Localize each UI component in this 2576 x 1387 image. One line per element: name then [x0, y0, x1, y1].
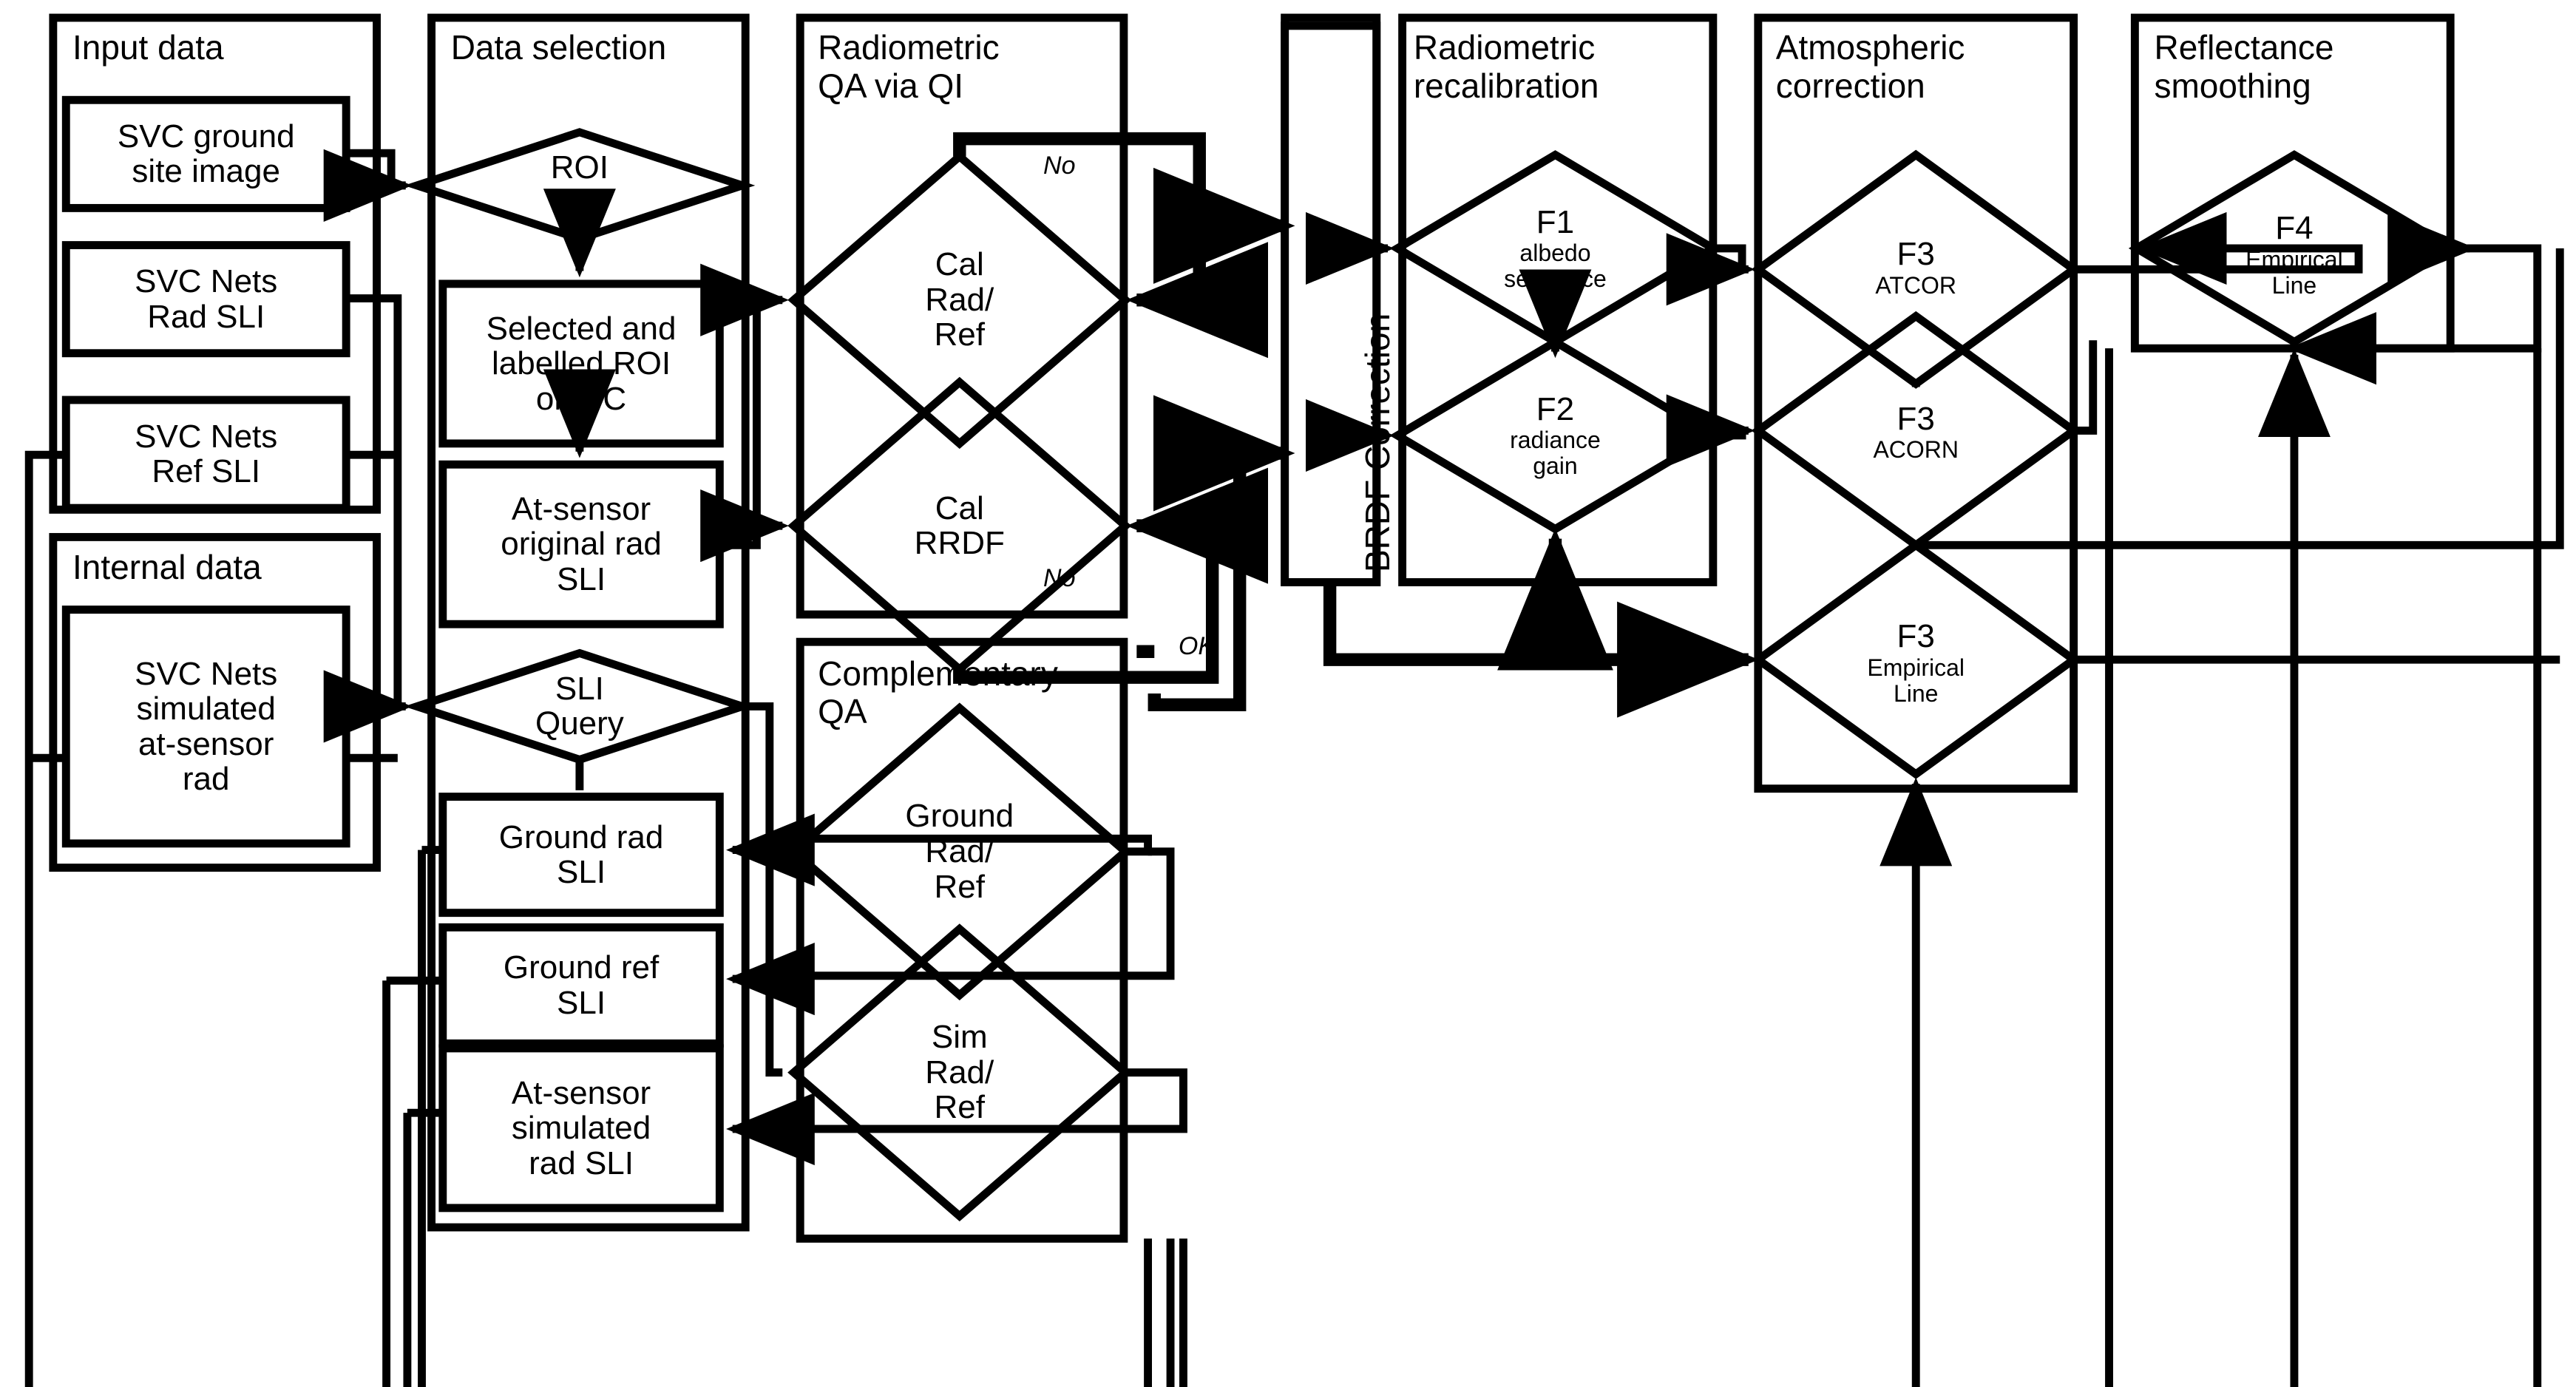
edge-return-bus-b: [1166, 1238, 1175, 1387]
node-label-f1-albedo-sequence: F1 albedo sequence: [1443, 168, 1668, 329]
group-box-complementary-qa: [796, 637, 1128, 1243]
edge-return-bus-a: [1179, 1238, 1187, 1387]
group-title-complementary-qa: Complementary QA: [818, 654, 1058, 731]
node-box-ground-rad-sli: [438, 793, 724, 918]
edge-label-no-bottom: No: [1043, 564, 1076, 593]
node-label-f3emp-sub: Empirical Line: [1867, 654, 1965, 707]
node-diamond-sli-query: [404, 648, 756, 764]
node-label-f3emp-main: F3: [1897, 618, 1935, 655]
edge-groundradref-to-groundrad: [726, 813, 1153, 886]
node-label-f4-sub: Empirical Line: [2245, 245, 2343, 299]
edge-f3acorn-bus-right: [1916, 248, 2564, 549]
edge-sliquery-right-bus: [742, 702, 774, 852]
node-box-svc-nets-rad-sli: [61, 241, 350, 358]
node-box-selected-labelled-roi: [438, 279, 724, 448]
node-box-ground-ref-sli: [438, 923, 724, 1048]
node-label-f4-main: F4: [2275, 210, 2314, 247]
node-label-f3atcor-sub: ATCOR: [1875, 271, 1957, 299]
node-box-at-sensor-simulated-rad-sli: [438, 1044, 724, 1213]
node-box-svc-ground-site-image: [61, 95, 350, 212]
edge-image-to-roi: [323, 149, 413, 222]
node-label-f1-sub: albedo sequence: [1504, 239, 1607, 293]
edge-global-return-left: [24, 450, 67, 1387]
group-box-internal-data: [49, 532, 381, 872]
group-box-input-data: [49, 13, 381, 514]
node-label-f3-atcor: F3 ATCOR: [1803, 194, 2029, 342]
node-diamond-roi-tool: [404, 128, 756, 243]
edge-label-ok: OK: [1178, 632, 1216, 661]
edge-f4-right-return: [2288, 244, 2542, 385]
node-label-f3atcor-main: F3: [1897, 236, 1935, 273]
node-label-f2-main: F2: [1536, 390, 1575, 427]
node-label-f2-sub: radiance gain: [1510, 426, 1601, 480]
edge-f2-to-f3-acorn: [1666, 394, 1755, 467]
node-box-svc-nets-simulated-rad: [61, 606, 350, 848]
node-box-at-sensor-original-rad: [438, 460, 724, 628]
node-diamond-cal-rrdf: [787, 376, 1132, 675]
edge-f3atcor-to-f4: [2073, 211, 2363, 285]
node-diamond-sim-rad-ref: [787, 923, 1132, 1221]
group-title-input-data: Input data: [72, 28, 224, 67]
edge-sliquery-down-to-simradref: [765, 851, 783, 1077]
edge-f3acorn-return: [2073, 340, 2098, 435]
edge-simradref-to-simrad: [726, 1068, 1187, 1166]
group-title-reflectance-smoothing: Reflectance smoothing: [2154, 28, 2334, 105]
node-label-f2-radiance-gain: F2 radiance gain: [1443, 355, 1668, 516]
node-diamond-f3-empirical-line: [1751, 540, 2081, 779]
edge-brdf-bottom-to-f3emp: [1323, 582, 1759, 718]
edge-rad-sli-to-sli-query: [346, 294, 402, 707]
group-title-atmospheric-correction: Atmospheric correction: [1775, 28, 1965, 105]
group-title-radiometric-qa: Radiometric QA via QI: [818, 28, 1000, 105]
node-diamond-ground-rad-ref: [787, 702, 1132, 1001]
node-label-f3acorn-sub: ACORN: [1873, 436, 1959, 464]
node-label-f3-empirical-line: F3 Empirical Line: [1803, 577, 2029, 748]
edge-f1-to-f3-atcor: [1666, 233, 1755, 306]
node-label-f3-acorn: F3 ACORN: [1803, 358, 2029, 506]
group-title-radiometric-recal: Radiometric recalibration: [1413, 28, 1599, 105]
edge-return-bus-e: [1144, 1238, 1153, 1387]
edge-label-no-top: No: [1043, 152, 1076, 180]
group-box-radiometric-qa: [796, 13, 1128, 619]
group-title-internal-data: Internal data: [72, 547, 262, 586]
edge-atsensor-to-qa-bus: [700, 263, 789, 549]
group-title-data-selection: Data selection: [450, 28, 667, 67]
node-diamond-cal-rad-ref: [787, 151, 1132, 450]
node-label-brdf-correction: BRDF Correction: [1358, 313, 1397, 573]
node-label-f3acorn-main: F3: [1897, 400, 1935, 437]
node-label-f1-main: F1: [1536, 203, 1575, 240]
node-box-svc-nets-ref-sli: [61, 396, 350, 512]
group-box-data-selection: [427, 13, 750, 1232]
edge-cal-rad-ref-no-loop: [953, 132, 1268, 359]
edge-ok-vertical: [1148, 452, 1247, 711]
node-label-f4-empirical-line: F4 Empirical Line: [2182, 174, 2407, 336]
edge-cal-rrdf-no-loop: [953, 467, 1268, 684]
edge-groundradref-to-groundref: [726, 847, 1175, 1016]
